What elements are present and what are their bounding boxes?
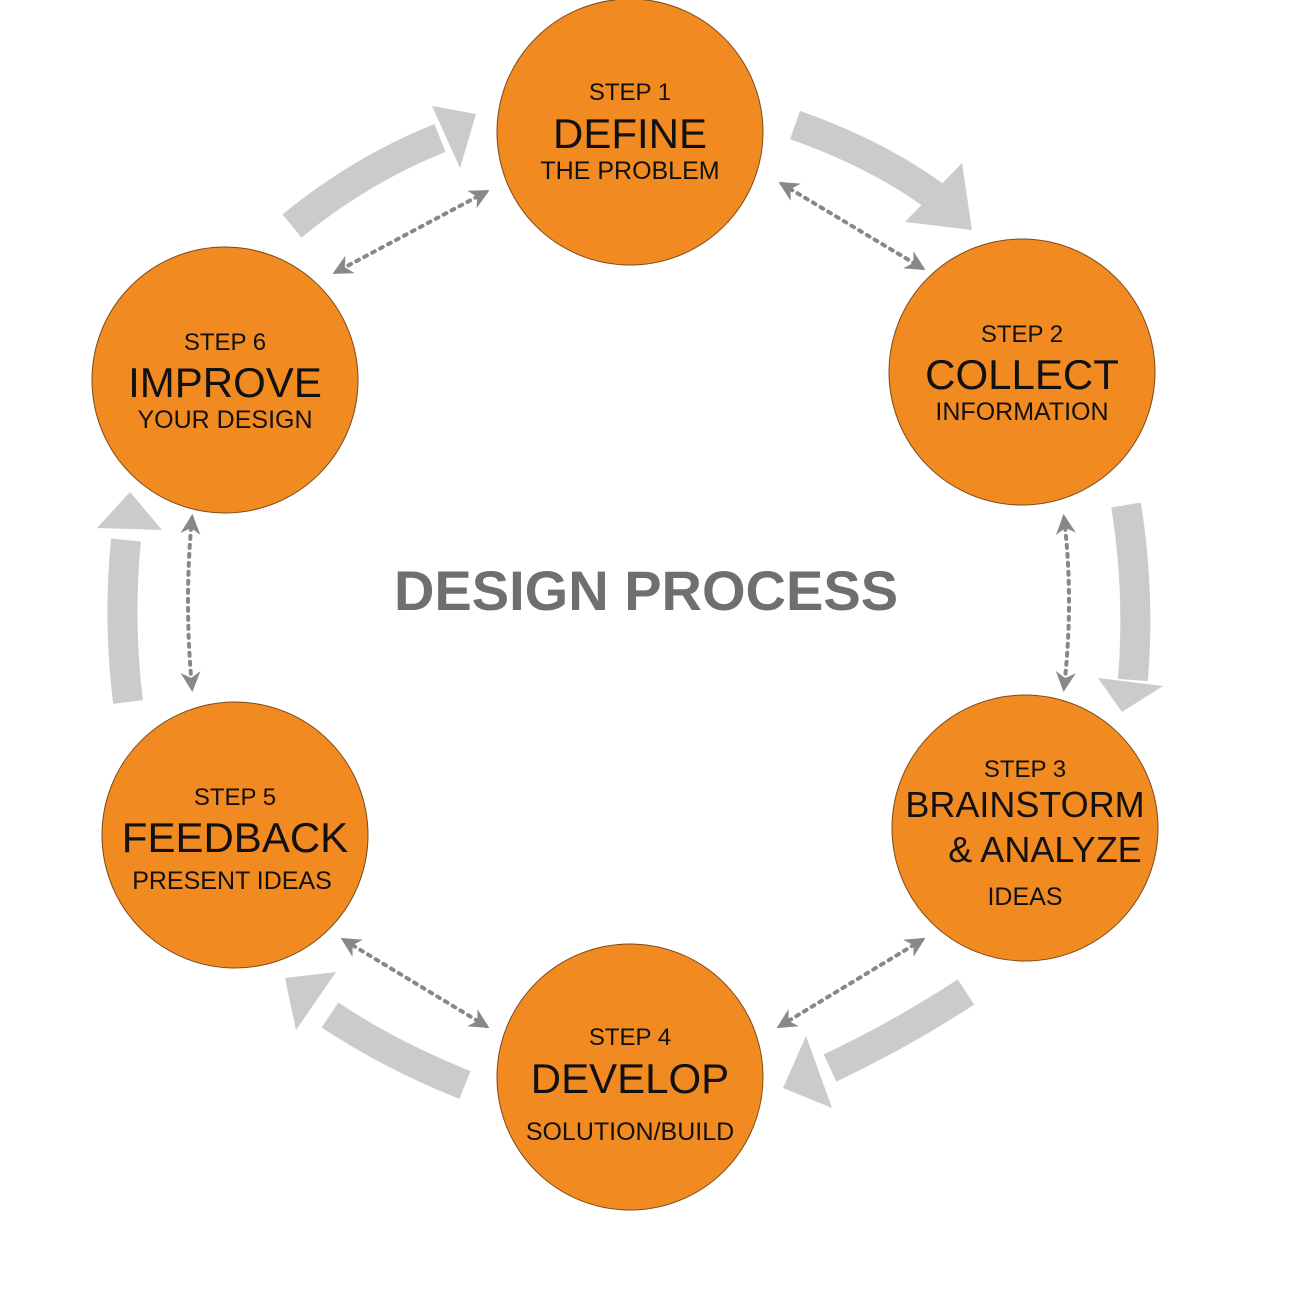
- step-name: DEVELOP: [531, 1055, 729, 1102]
- step-name: COLLECT: [925, 351, 1119, 398]
- flow-arrow-4-to-5: [285, 972, 471, 1099]
- step-name: DEFINE: [553, 110, 707, 157]
- step-sub: YOUR DESIGN: [137, 406, 312, 434]
- connector-3-4: [776, 937, 926, 1029]
- flow-arrow-5-to-6: [97, 492, 162, 704]
- step-label: STEP 2: [981, 321, 1063, 348]
- step-sub: INFORMATION: [935, 398, 1108, 426]
- step-name: FEEDBACK: [122, 814, 348, 861]
- step-label: STEP 1: [589, 79, 671, 106]
- step-4-node: STEP 4 DEVELOP SOLUTION/BUILD: [496, 943, 764, 1211]
- step-6-node: STEP 6 IMPROVE YOUR DESIGN: [91, 246, 359, 514]
- step-2-node: STEP 2 COLLECT INFORMATION: [888, 238, 1156, 506]
- step-1-node: STEP 1 DEFINE THE PROBLEM: [496, 0, 764, 266]
- step-name: BRAINSTORM: [905, 784, 1144, 825]
- step-sub: THE PROBLEM: [540, 157, 719, 185]
- step-name: IMPROVE: [128, 359, 322, 406]
- connector-5-6: [180, 514, 201, 692]
- flow-arrow-1-to-2: [790, 110, 972, 230]
- flow-arrow-3-to-4: [783, 979, 975, 1108]
- flow-arrow-2-to-3: [1098, 502, 1163, 712]
- step-label: STEP 6: [184, 329, 266, 356]
- step-label: STEP 4: [589, 1024, 671, 1051]
- step-sub: IDEAS: [987, 883, 1062, 911]
- step-5-node: STEP 5 FEEDBACK PRESENT IDEAS: [101, 701, 369, 969]
- step-sub: SOLUTION/BUILD: [526, 1118, 734, 1146]
- connector-2-3: [1055, 514, 1076, 692]
- diagram-title: DESIGN PROCESS: [394, 559, 898, 622]
- step-sub: PRESENT IDEAS: [132, 867, 332, 895]
- flow-arrow-6-to-1: [282, 106, 476, 238]
- step-label: STEP 3: [984, 756, 1066, 783]
- connector-6-1: [332, 190, 490, 274]
- step-name-2: & ANALYZE: [948, 829, 1141, 870]
- step-label: STEP 5: [194, 784, 276, 811]
- connector-4-5: [340, 937, 490, 1029]
- step-3-node: STEP 3 BRAINSTORM & ANALYZE IDEAS: [891, 694, 1159, 962]
- connector-1-2: [778, 181, 926, 271]
